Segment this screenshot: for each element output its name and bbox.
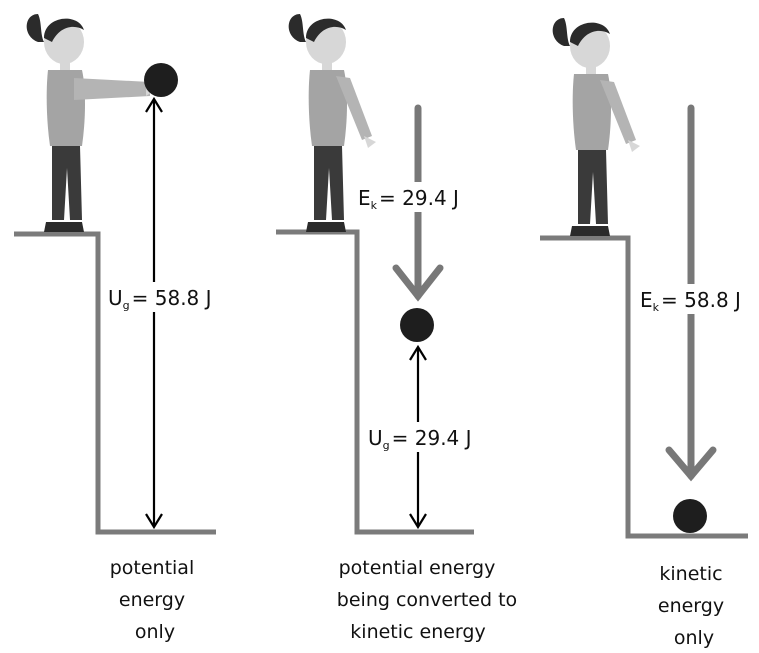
caption-panel3: kinetic energy only (658, 563, 730, 649)
caption-panel2: potential energy being converted to kine… (337, 557, 523, 643)
panel-kinetic-only: Ek= 58.8 J kinetic energy only (540, 18, 758, 649)
ball (673, 499, 707, 533)
panel-potential-only: Ug= 58.8 J potential energy only (14, 14, 238, 643)
ball (400, 308, 434, 342)
caption-panel1: potential energy only (110, 557, 201, 643)
ledge (14, 234, 216, 532)
ledge (276, 232, 474, 532)
height-double-arrow (146, 99, 162, 527)
girl-figure (553, 18, 640, 236)
girl-figure (27, 14, 158, 232)
ball (144, 63, 178, 97)
ledge (540, 238, 748, 536)
panel-converting: Ek= 29.4 J Ug= 29.4 J potential energy b… (276, 14, 523, 643)
